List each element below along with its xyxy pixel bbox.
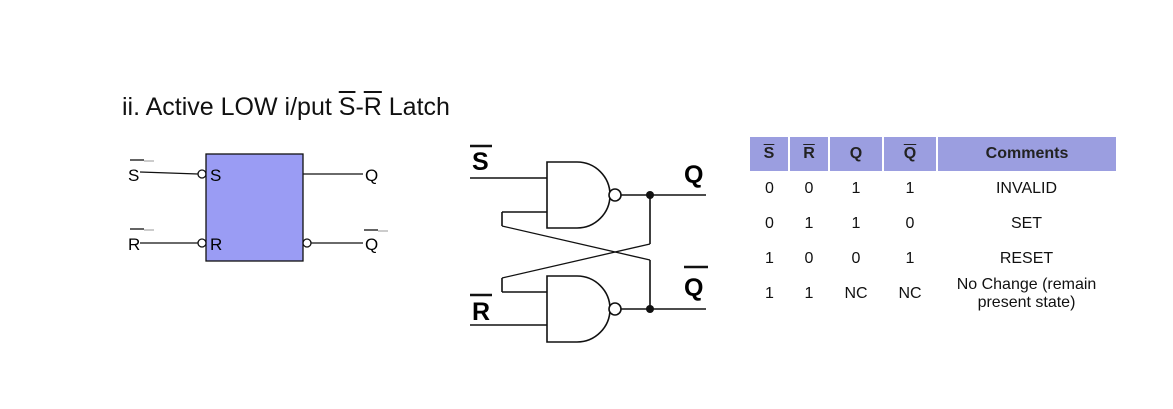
header-r: R: [789, 137, 830, 171]
table-row: 1 1 NC NC No Change (remain present stat…: [750, 276, 1116, 312]
cell-comment: No Change (remain present state): [956, 276, 1097, 311]
cell-comment: SET: [1010, 214, 1043, 232]
cell-s: 1: [765, 249, 774, 267]
cell-qbar: 1: [905, 179, 915, 197]
title-dash: -: [355, 93, 364, 121]
cell-s: 1: [765, 285, 774, 302]
cell-s: 0: [765, 179, 774, 197]
lower-nand-gate: [546, 275, 611, 343]
cell-q: 1: [851, 214, 861, 232]
upper-nand-gate: [546, 161, 611, 229]
cell-r: 1: [804, 285, 814, 302]
circuit-qbar-label: Q: [684, 274, 703, 302]
truth-table-header-row: S R Q Q Comments: [750, 137, 1116, 171]
circuit-r-label: R: [472, 298, 490, 326]
section-title: ii. Active LOW i/put S-R Latch: [122, 93, 450, 122]
block-r-pin-label: R: [210, 235, 222, 254]
title-prefix: ii. Active LOW i/put: [122, 93, 339, 121]
table-row: 0 1 1 0 SET: [750, 206, 1116, 241]
nand-latch-circuit: S R Q Q: [470, 144, 708, 343]
header-comments: Comments: [937, 137, 1116, 171]
latch-block-symbol: S S R R Q Q: [128, 153, 388, 262]
circuit-s-label: S: [472, 148, 489, 176]
title-suffix: Latch: [381, 93, 450, 121]
block-qbar-output-label: Q: [365, 235, 378, 254]
cell-qbar: NC: [898, 285, 922, 302]
latch-block-body: [205, 153, 304, 262]
cell-qbar: 0: [905, 214, 915, 232]
block-s-input-label: S: [128, 166, 139, 185]
cell-r: 0: [804, 179, 814, 197]
truth-table: S R Q Q Comments 0 0 1 1 INVALID 0 1 1 0…: [750, 137, 1116, 312]
cell-comment: RESET: [999, 249, 1054, 267]
header-q: Q: [829, 137, 884, 171]
title-r-bar: R: [363, 93, 382, 121]
header-qbar: Q: [883, 137, 938, 171]
cell-q: NC: [844, 285, 868, 302]
cell-qbar: 1: [905, 249, 915, 267]
cell-comment: INVALID: [995, 179, 1058, 197]
cell-q: 0: [851, 249, 861, 267]
cell-s: 0: [765, 214, 774, 232]
header-s: S: [750, 137, 790, 171]
cell-q: 1: [851, 179, 861, 197]
circuit-q-label: Q: [684, 161, 703, 189]
cell-r: 1: [804, 214, 814, 232]
block-r-input-label: R: [128, 235, 140, 254]
table-row: 1 0 0 1 RESET: [750, 241, 1116, 276]
block-q-output-label: Q: [365, 166, 378, 185]
cell-r: 0: [804, 249, 814, 267]
block-s-pin-label: S: [210, 166, 221, 185]
title-s-bar: S: [338, 93, 356, 121]
table-row: 0 0 1 1 INVALID: [750, 171, 1116, 206]
